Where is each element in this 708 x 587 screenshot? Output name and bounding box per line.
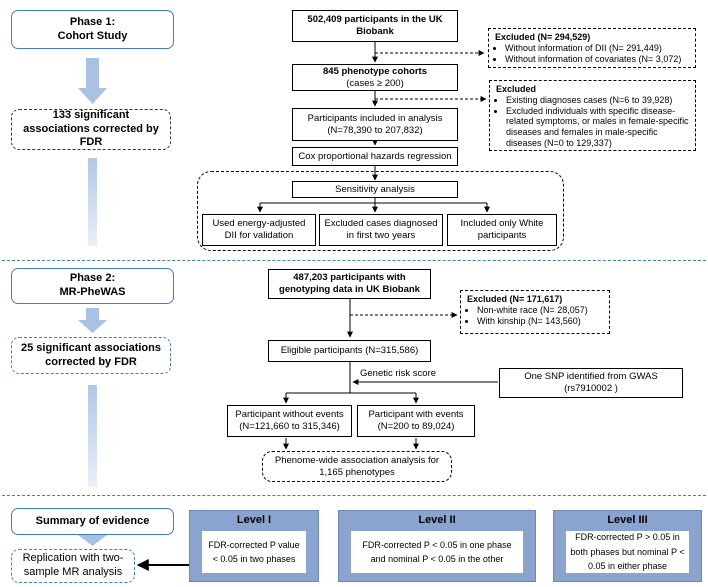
level-3-text: FDR-corrected P > 0.05 in both phases bu… xyxy=(566,531,689,573)
level-2-box: Level II FDR-corrected P < 0.05 in one p… xyxy=(338,510,536,582)
phase1-label: Phase 1: Cohort Study xyxy=(11,10,174,49)
sensitivity-analysis-group xyxy=(197,171,564,251)
excluded-dii-title: Excluded (N= 294,529) xyxy=(495,32,591,42)
excluded-diagnoses-title: Excluded xyxy=(496,84,537,94)
phenotype-cohorts-sub: (cases ≥ 200) xyxy=(346,77,404,89)
excluded-diagnoses-item: Existing diagnoses cases (N=6 to 39,928) xyxy=(506,95,689,106)
cox-regression-box: Cox proportional hazards regression xyxy=(292,147,458,166)
sensitivity-analysis-box: Sensitivity analysis xyxy=(292,181,458,198)
level-1-box: Level I FDR-corrected P value < 0.05 in … xyxy=(189,510,319,582)
level-2-text: FDR-corrected P < 0.05 in one phase and … xyxy=(351,531,523,573)
level-3-title: Level III xyxy=(607,514,648,526)
excluded-diagnoses-item: Excluded individuals with specific disea… xyxy=(506,106,689,149)
phase2-down-arrow xyxy=(78,308,107,333)
level-2-title: Level II xyxy=(418,514,456,526)
participants-with-events-box: Participant with events (N=200 to 89,024… xyxy=(357,405,475,437)
participants-included-box: Participants included in analysis (N=78,… xyxy=(292,108,458,141)
excluded-race-kinship-box: Excluded (N= 171,617) Non-white race (N=… xyxy=(460,290,610,334)
level-1-text: FDR-corrected P value < 0.05 in two phas… xyxy=(202,531,306,573)
snp-gwas-box: One SNP identified from GWAS (rs7910002 … xyxy=(499,368,683,398)
participants-without-events-box: Participant without events (N=121,660 to… xyxy=(227,405,352,437)
phase2-label: Phase 2: MR-PheWAS xyxy=(11,268,174,304)
excluded-race-kinship-item: With kinship (N= 143,560) xyxy=(477,316,603,327)
sensitivity-energy-adjusted-box: Used energy-adjusted DII for validation xyxy=(202,214,316,246)
sensitivity-first-two-years-box: Excluded cases diagnosed in first two ye… xyxy=(319,214,443,246)
excluded-dii-item: Without information of DII (N= 291,449) xyxy=(505,43,689,54)
excluded-dii-box: Excluded (N= 294,529) Without informatio… xyxy=(488,28,696,68)
excluded-race-kinship-item: Non-white race (N= 28,057) xyxy=(477,305,603,316)
excluded-diagnoses-box: Excluded Existing diagnoses cases (N=6 t… xyxy=(489,80,696,151)
phase1-significant-associations: 133 significant associations corrected b… xyxy=(11,109,171,150)
excluded-race-kinship-title: Excluded (N= 171,617) xyxy=(467,294,563,304)
phewas-box: Phenome-wide association analysis for 1,… xyxy=(262,451,452,482)
phenotype-cohorts-box: 845 phenotype cohorts (cases ≥ 200) xyxy=(292,64,458,91)
phase1-down-arrow xyxy=(78,58,107,104)
genotyping-participants-box: 487,203 participants with genotyping dat… xyxy=(268,269,431,299)
summary-of-evidence-label: Summary of evidence xyxy=(11,508,174,535)
phase1-fade-arrow xyxy=(88,158,97,246)
uk-biobank-participants-box: 502,409 participants in the UK Biobank xyxy=(292,10,458,42)
phase2-significant-associations: 25 significant associations corrected by… xyxy=(11,337,171,374)
phase2-fade-arrow xyxy=(88,385,97,487)
eligible-participants-box: Eligible participants (N=315,586) xyxy=(268,340,431,362)
level-3-box: Level III FDR-corrected P > 0.05 in both… xyxy=(553,510,702,582)
genetic-risk-score-label: Genetic risk score xyxy=(360,368,437,379)
phase-separator xyxy=(2,260,706,261)
excluded-dii-item: Without information of covariates (N= 3,… xyxy=(505,54,689,65)
phenotype-cohorts-title: 845 phenotype cohorts xyxy=(323,65,427,77)
summary-separator xyxy=(2,495,706,496)
replication-box: Replication with two-sample MR analysis xyxy=(11,549,135,583)
sensitivity-white-participants-box: Included only White participants xyxy=(447,214,557,246)
level-1-title: Level I xyxy=(236,514,272,526)
